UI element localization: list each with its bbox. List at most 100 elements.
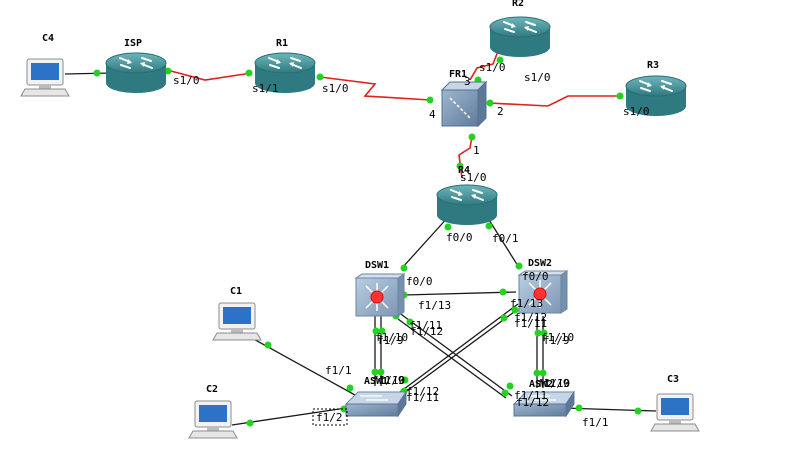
link-r1-fr1-serial[interactable] xyxy=(319,76,431,101)
status-dot xyxy=(372,327,380,335)
device-label: R1 xyxy=(276,38,288,49)
port-label: s1/0 xyxy=(460,171,487,184)
port-label: f1/1 xyxy=(582,416,609,429)
port-label: s1/0 xyxy=(623,105,650,118)
link-c4-isp[interactable] xyxy=(64,72,113,75)
status-dot xyxy=(444,223,452,231)
port-selection-box[interactable] xyxy=(312,408,348,426)
status-dot xyxy=(499,288,507,296)
link-dsw1-dsw2[interactable] xyxy=(403,291,517,296)
port-label: f1/9 xyxy=(378,374,405,387)
status-dot xyxy=(346,384,354,392)
device-c1[interactable]: C1 xyxy=(212,286,262,341)
status-dot xyxy=(264,341,272,349)
device-r1[interactable]: R1 xyxy=(254,38,316,94)
multilayer-switch-icon xyxy=(355,273,405,317)
links-layer xyxy=(64,45,657,426)
switch-icon xyxy=(345,391,407,417)
status-dot xyxy=(245,69,253,77)
port-label: 4 xyxy=(429,108,436,121)
port-label: f1/11 xyxy=(409,319,442,332)
port-label: f1/11 xyxy=(514,317,547,330)
port-label: f1/10 xyxy=(372,374,405,387)
status-dot xyxy=(93,69,101,77)
device-c2[interactable]: C2 xyxy=(188,384,238,439)
device-c4[interactable]: C4 xyxy=(20,33,70,97)
device-label: DSW2 xyxy=(528,258,552,269)
device-asw1[interactable]: ASW1 xyxy=(345,376,407,417)
device-asw2[interactable]: ASW2 xyxy=(513,379,575,417)
device-label: C1 xyxy=(230,286,242,297)
pc-icon xyxy=(212,302,262,341)
port-label: s1/0 xyxy=(322,82,349,95)
port-label: f1/10 xyxy=(375,331,408,344)
status-dot xyxy=(456,162,464,170)
port-label: s1/0 xyxy=(479,61,506,74)
port-label: s1/0 xyxy=(173,74,200,87)
port-label: f1/1 xyxy=(325,364,352,377)
pc-icon xyxy=(188,400,238,439)
port-label: s1/1 xyxy=(252,82,279,95)
link-dsw1-asw2-a[interactable] xyxy=(397,311,513,397)
status-dot xyxy=(400,264,408,272)
status-dot xyxy=(506,382,514,390)
status-dot xyxy=(316,73,324,81)
device-label: R2 xyxy=(512,0,524,9)
link-dsw2-asw1-a[interactable] xyxy=(395,303,519,396)
link-r2-fr1-serial[interactable] xyxy=(469,45,501,81)
port-label: f0/0 xyxy=(446,231,473,244)
device-r2[interactable]: R2 xyxy=(489,0,551,58)
status-dot xyxy=(164,67,172,75)
port-label: 1 xyxy=(473,144,480,157)
status-dot xyxy=(616,92,624,100)
link-dsw2-asw1-b[interactable] xyxy=(395,311,515,400)
status-dot xyxy=(500,314,508,322)
device-dsw1[interactable]: DSW1 xyxy=(355,260,405,317)
pc-icon xyxy=(650,393,700,432)
status-dot xyxy=(540,329,548,337)
pc-icon xyxy=(20,58,70,97)
status-dot xyxy=(515,262,523,270)
status-dot xyxy=(406,318,414,326)
status-dot xyxy=(534,329,542,337)
status-dot xyxy=(485,222,493,230)
status-dot xyxy=(533,369,541,377)
port-label: f1/12 xyxy=(410,325,443,338)
status-dot xyxy=(634,407,642,415)
device-label: ASW1 xyxy=(364,376,388,387)
port-label: s1/0 xyxy=(524,71,551,84)
device-label: DSW1 xyxy=(365,260,389,271)
device-label: C3 xyxy=(667,374,679,385)
device-label: R4 xyxy=(458,165,470,176)
status-dot xyxy=(426,96,434,104)
port-label: 3 xyxy=(464,75,471,88)
device-label: C4 xyxy=(42,33,54,44)
port-label: f1/10 xyxy=(541,331,574,344)
router-icon xyxy=(489,16,551,58)
port-label: f1/11 xyxy=(406,391,439,404)
device-r3[interactable]: R3 xyxy=(625,60,687,117)
device-dsw2[interactable]: DSW2 xyxy=(518,258,568,314)
router-icon xyxy=(105,52,167,94)
device-isp[interactable]: ISP xyxy=(105,38,167,94)
port-label: f0/1 xyxy=(492,232,519,245)
link-status-dots xyxy=(93,56,642,427)
status-dot xyxy=(377,368,385,376)
device-r4[interactable]: R4 xyxy=(436,165,498,226)
status-dot xyxy=(496,56,504,64)
link-r4-dsw1[interactable] xyxy=(401,214,451,269)
device-label: ISP xyxy=(124,38,142,49)
port-label: f1/12 xyxy=(516,396,549,409)
router-icon xyxy=(436,184,498,226)
port-label: f1/12 xyxy=(514,311,547,324)
port-label: f1/9 xyxy=(543,377,570,390)
device-c3[interactable]: C3 xyxy=(650,374,700,432)
status-dot xyxy=(468,133,476,141)
port-label: 2 xyxy=(497,105,504,118)
port-label: f1/13 xyxy=(510,297,543,310)
status-dot xyxy=(246,419,254,427)
device-fr1[interactable]: FR1 xyxy=(441,69,487,127)
port-label: f0/0 xyxy=(406,275,433,288)
status-dot xyxy=(378,327,386,335)
link-fr1-r3-serial[interactable] xyxy=(488,95,620,107)
